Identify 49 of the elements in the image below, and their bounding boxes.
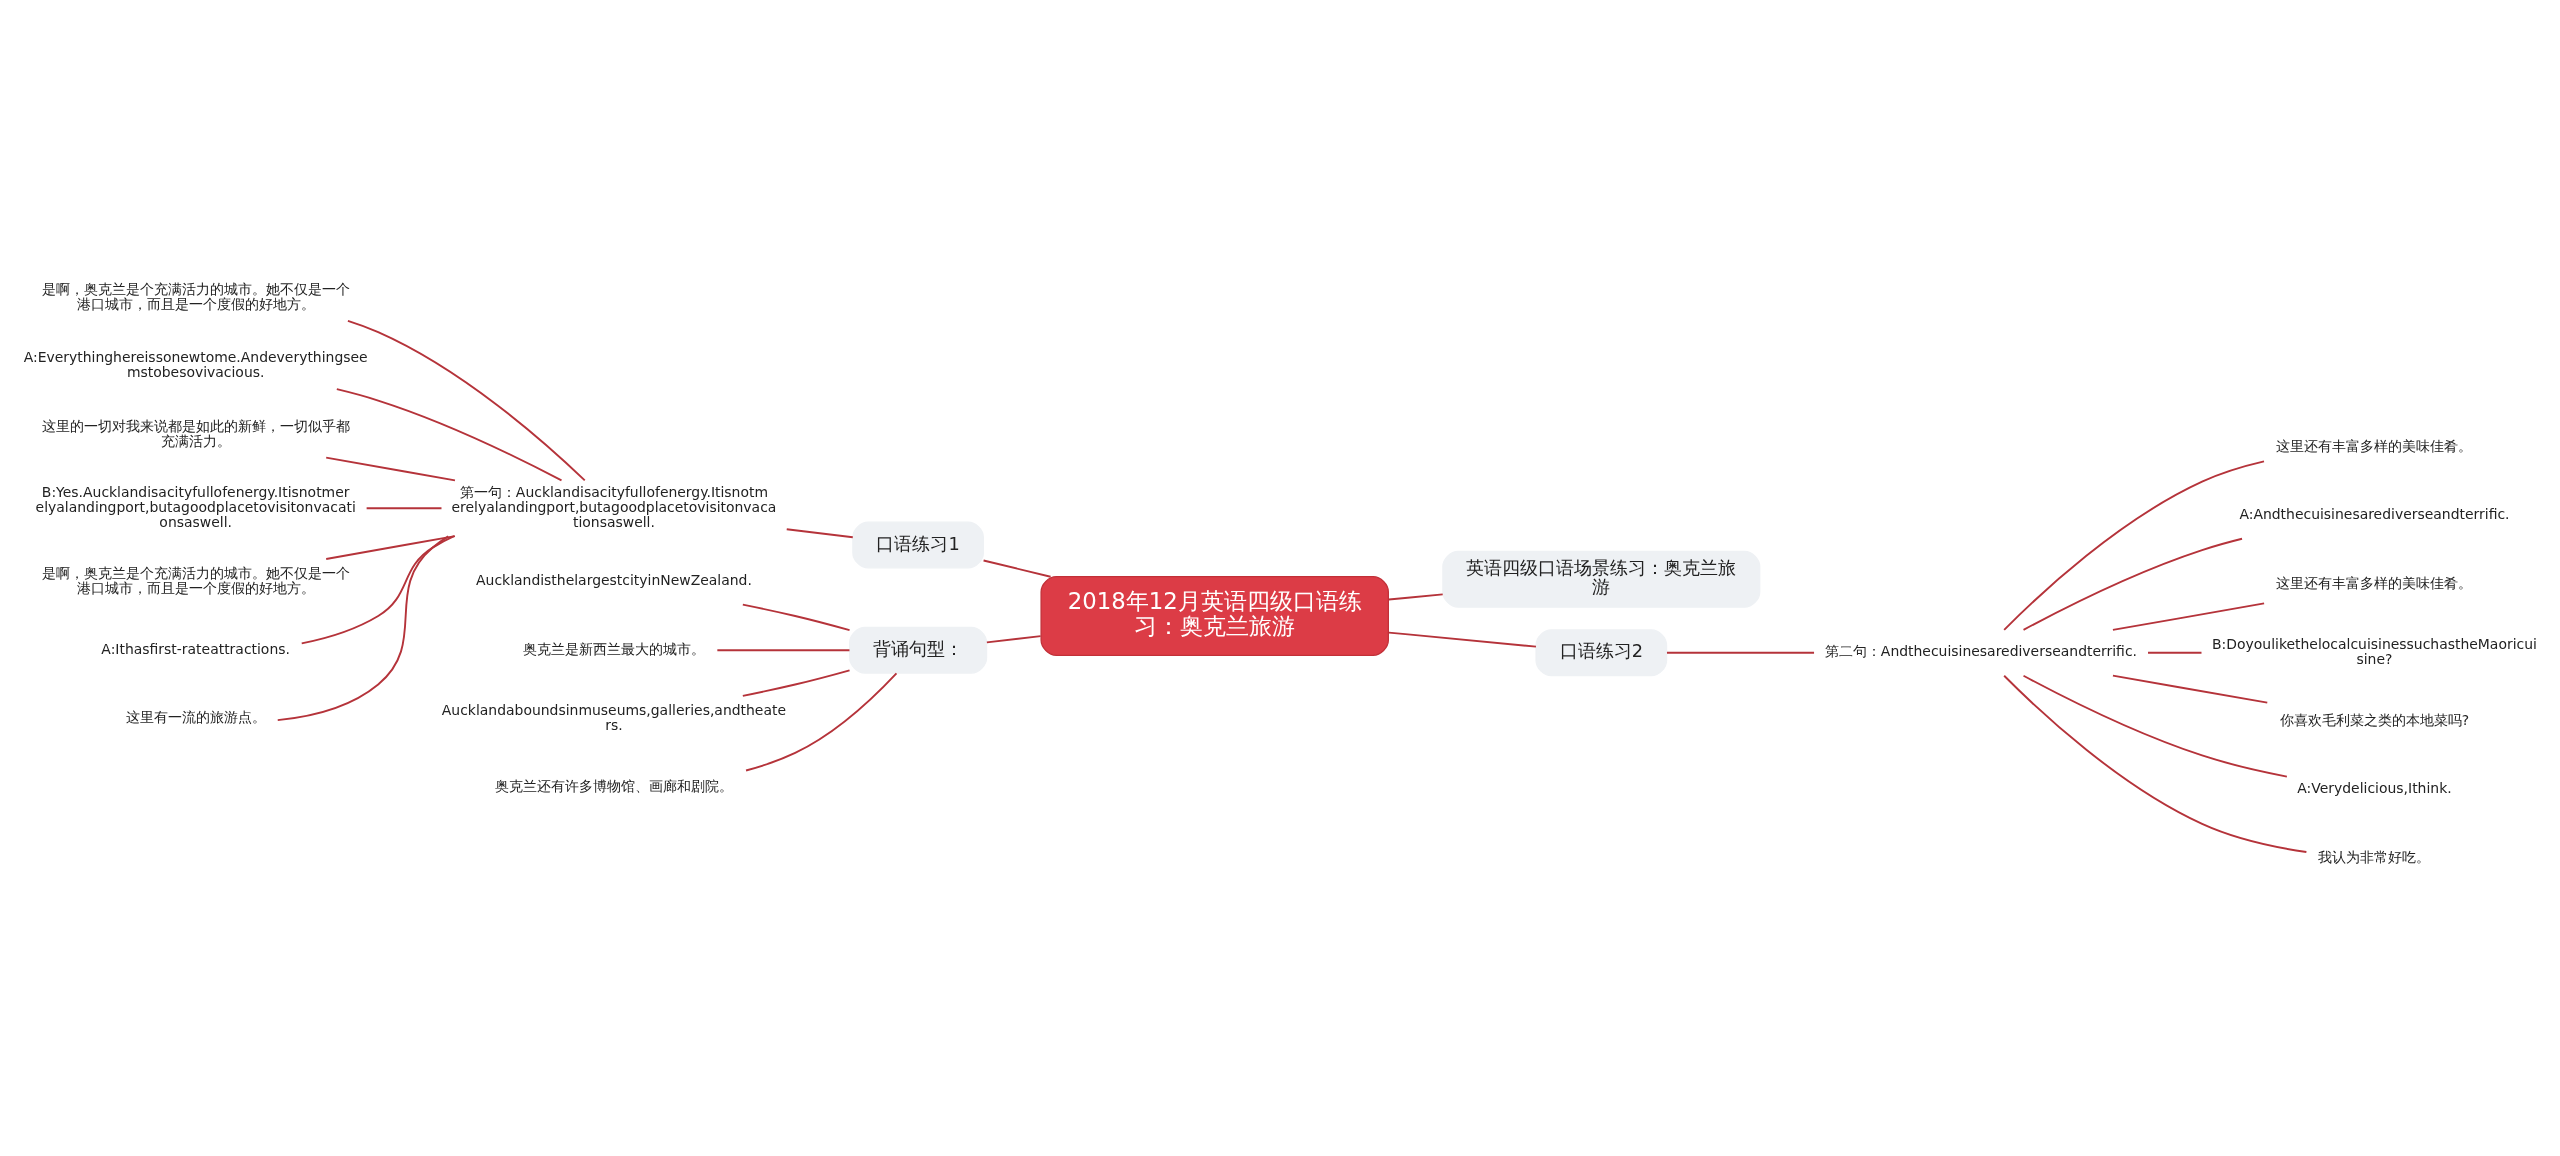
node-box: 2018年12月英语四级口语练习：奥克兰旅游 (1040, 576, 1389, 656)
connector (335, 388, 563, 482)
connector (2003, 460, 2265, 631)
node-text: 是啊，奥克兰是个充满活力的城市。她不仅是一个港口城市，而且是一个度假的好地方。 (41, 280, 350, 313)
connector (300, 535, 456, 645)
node-text: 奥克兰还有许多博物馆、画廊和剧院。 (494, 777, 733, 794)
connector (1387, 631, 1537, 648)
node-box: 背诵句型： (849, 626, 988, 674)
node-text: Aucklandaboundsinmuseums,galleries,andtheaters. (441, 701, 787, 733)
node-text: A:Verydelicious,Ithink. (2297, 780, 2452, 797)
connector (346, 319, 586, 482)
connector (1666, 651, 1815, 654)
node-text: B:Yes.Aucklandisacityfullofenergy.Itisnotmerelyalandingport,butagoodplacetovisitonvacationsaswell. (35, 483, 356, 531)
node-box: 口语练习1 (852, 521, 985, 569)
connector (2022, 674, 2288, 778)
node-box: 英语四级口语场景练习：奥克兰旅游 (1442, 550, 1761, 608)
connector (716, 649, 851, 652)
node-text: 这里有一流的旅游点。 (125, 709, 266, 726)
connector (985, 635, 1042, 644)
node-text: 这里还有丰富多样的美味佳肴。 (2276, 438, 2473, 454)
connector (2112, 674, 2269, 704)
node-text: A:Everythinghereissonewtome.Andeverythingseemstobesovivacious. (23, 349, 368, 381)
connector (325, 456, 456, 482)
node-box: 口语练习2 (1535, 629, 1668, 677)
connector (745, 672, 898, 772)
connector (276, 535, 450, 722)
connector (982, 559, 1052, 578)
connector (2003, 674, 2308, 853)
connector (2147, 651, 2203, 654)
node-text: AucklandisthelargestcityinNewZealand. (476, 572, 752, 589)
node-text: 这里的一切对我来说都是如此的新鲜，一切似乎都充满活力。 (41, 417, 350, 449)
node-text: B:DoyoulikethelocalcuisinessuchastheMaoricuisine? (2212, 635, 2537, 667)
node-text: 你喜欢毛利菜之类的本地菜吗? (2279, 711, 2470, 728)
node-text: 第二句：Andthecuisinesarediverseandterrific. (1824, 643, 2137, 660)
connector (1387, 593, 1444, 601)
connector (365, 507, 443, 510)
node-text: 我认为非常好吃。 (2318, 848, 2431, 865)
connector (325, 535, 456, 560)
node-text: A:Ithasfirst-rateattractions. (101, 640, 290, 657)
node-text: 这里还有丰富多样的美味佳肴。 (2276, 574, 2473, 591)
connector (741, 603, 851, 632)
connector (2022, 537, 2243, 631)
node-text: 第一句：Aucklandisacityfullofenergy.Itisnotmerelyalandingport,butagoodplacetovisitonvacationsaswell. (451, 483, 777, 531)
connector (785, 528, 854, 539)
connector (2112, 602, 2266, 631)
node-text: 奥克兰是新西兰最大的城市。 (522, 640, 705, 657)
node-text: A:Andthecuisinesarediverseandterrific. (2239, 506, 2510, 523)
node-text: 是啊，奥克兰是个充满活力的城市。她不仅是一个港口城市，而且是一个度假的好地方。 (41, 564, 350, 596)
connector (741, 669, 851, 697)
